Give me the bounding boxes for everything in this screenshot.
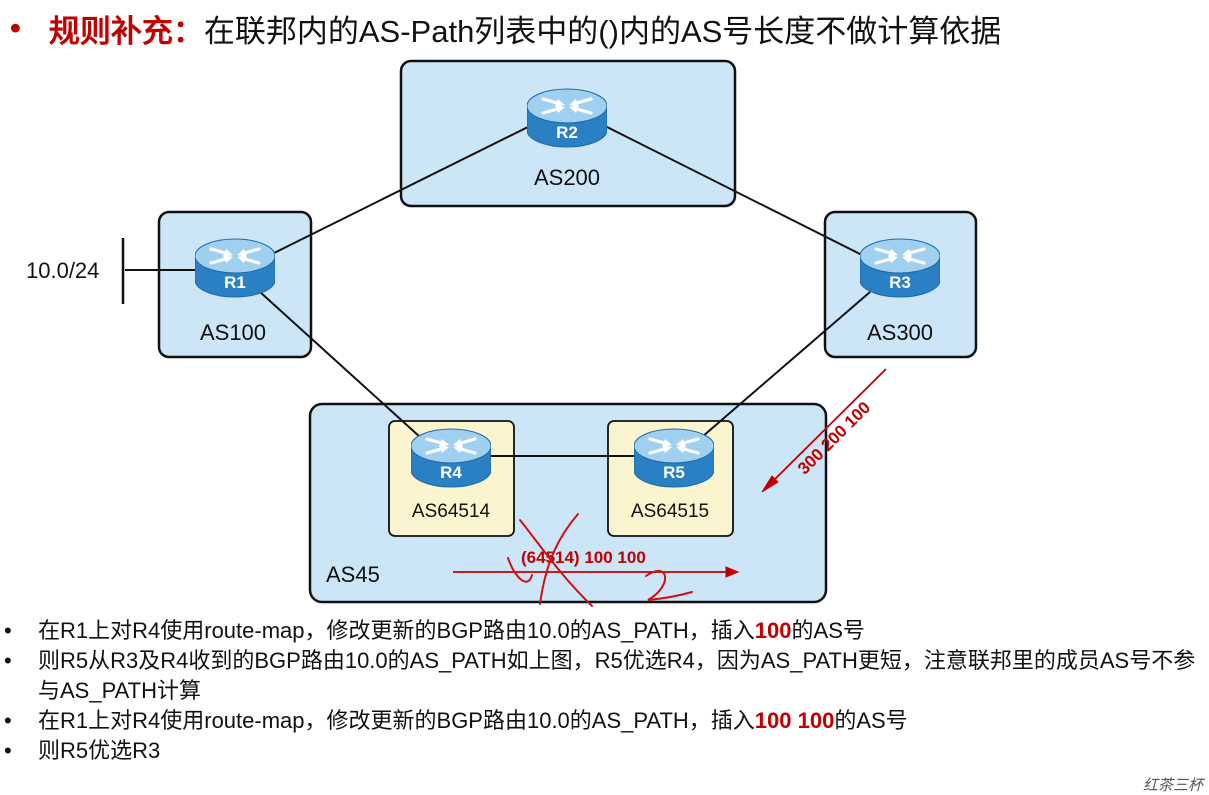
router-r1-label: R1 bbox=[224, 273, 246, 292]
bullet-dot: • bbox=[4, 738, 12, 763]
bullet-dot: • bbox=[4, 708, 12, 733]
note-1-highlight: 100 bbox=[754, 618, 792, 643]
bullet-dot: • bbox=[4, 618, 12, 643]
path-arrow-from-r3 bbox=[761, 368, 887, 493]
watermark: 红茶三杯 bbox=[1142, 777, 1203, 794]
note-item-3: • 在R1上对R4使用route-map，修改更新的BGP路由10.0的AS_P… bbox=[0, 706, 1209, 736]
title-bullet: • bbox=[10, 10, 21, 45]
as-path-from-r4: (64514) 100 100 bbox=[521, 548, 646, 567]
note-item-1: • 在R1上对R4使用route-map，修改更新的BGP路由10.0的AS_P… bbox=[0, 616, 1209, 646]
as64514-label: AS64514 bbox=[412, 501, 491, 522]
router-r1: R1 bbox=[195, 237, 275, 299]
link-r3-r5 bbox=[701, 291, 871, 438]
as45-label: AS45 bbox=[326, 562, 380, 587]
router-r4: R4 bbox=[411, 427, 491, 489]
router-r4-label: R4 bbox=[440, 463, 462, 482]
handwritten-cross-mark bbox=[507, 513, 693, 607]
network-label: 10.0/24 bbox=[26, 258, 99, 283]
note-2-text: 则R5从R3及R4收到的BGP路由10.0的AS_PATH如上图，R5优选R4，… bbox=[38, 648, 1196, 703]
title-label: 规则补充： bbox=[48, 13, 204, 49]
router-r3-label: R3 bbox=[889, 273, 911, 292]
note-item-4: • 则R5优选R3 bbox=[0, 736, 1209, 766]
slide-title: • 规则补充： 在联邦内的AS-Path列表中的()内的AS号长度不做计算依据 bbox=[10, 6, 1001, 50]
as300-label: AS300 bbox=[867, 320, 933, 345]
link-r1-r4 bbox=[259, 291, 421, 438]
notes-list: • 在R1上对R4使用route-map，修改更新的BGP路由10.0的AS_P… bbox=[0, 616, 1209, 766]
note-1-text-a: 在R1上对R4使用route-map，修改更新的BGP路由10.0的AS_PAT… bbox=[38, 618, 755, 643]
note-3-text-a: 在R1上对R4使用route-map，修改更新的BGP路由10.0的AS_PAT… bbox=[38, 708, 755, 733]
link-r2-r3 bbox=[604, 125, 863, 256]
title-text: 在联邦内的AS-Path列表中的()内的AS号长度不做计算依据 bbox=[203, 13, 1002, 49]
note-3-text-c: 的AS号 bbox=[834, 708, 908, 733]
router-r2: R2 bbox=[527, 87, 607, 149]
as200-label: AS200 bbox=[534, 165, 600, 190]
note-4-text: 则R5优选R3 bbox=[38, 738, 161, 763]
note-1-text-c: 的AS号 bbox=[791, 618, 865, 643]
link-r1-r2 bbox=[269, 125, 531, 256]
router-r3: R3 bbox=[860, 237, 940, 299]
as64515-label: AS64515 bbox=[631, 501, 709, 522]
router-r5-label: R5 bbox=[663, 463, 685, 482]
note-3-highlight: 100 100 bbox=[754, 708, 835, 733]
router-r2-label: R2 bbox=[556, 123, 578, 142]
path-arrow-from-r4 bbox=[453, 566, 740, 578]
router-r5: R5 bbox=[634, 427, 714, 489]
as100-label: AS100 bbox=[200, 320, 266, 345]
bullet-dot: • bbox=[4, 648, 12, 673]
note-item-2: • 则R5从R3及R4收到的BGP路由10.0的AS_PATH如上图，R5优选R… bbox=[0, 646, 1209, 706]
